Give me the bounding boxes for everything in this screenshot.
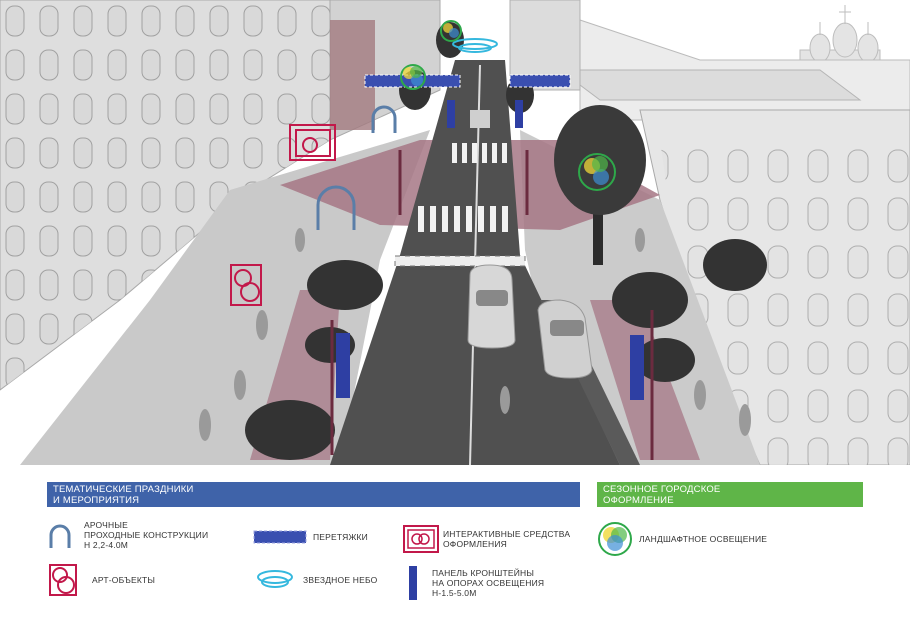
legend-label: проходные конструкции xyxy=(84,530,209,540)
street-illustration xyxy=(0,0,910,465)
art-object xyxy=(230,124,336,306)
legend-header-line: Сезонное городское xyxy=(603,484,721,495)
legend-label: оформления xyxy=(443,539,507,549)
lamp-panel xyxy=(336,100,644,400)
crosswalk xyxy=(418,143,508,232)
legend: Тематические праздники и мероприятия Сез… xyxy=(0,465,910,628)
car xyxy=(537,299,593,379)
interactive-frame-icon xyxy=(403,525,439,553)
legend-item-panel: Панель кронштейны на опорах освещения H-… xyxy=(408,565,544,601)
legend-label: Арт-объекты xyxy=(92,575,156,585)
legend-label: Ландшафтное освещение xyxy=(639,534,768,544)
art-object-icon xyxy=(49,564,77,596)
legend-item-stretch: Перетяжки xyxy=(253,530,368,544)
arch xyxy=(316,105,397,230)
legend-item-art: Арт-объекты xyxy=(48,563,155,597)
legend-label: на опорах освещения xyxy=(432,578,545,588)
lamp-posts xyxy=(330,150,654,460)
starry-sky xyxy=(452,38,498,53)
legend-header-line: оформление xyxy=(603,495,674,506)
legend-header-line: Тематические праздники xyxy=(53,484,194,495)
legend-header-holidays: Тематические праздники и мероприятия xyxy=(47,482,580,507)
pedestrians xyxy=(199,228,751,441)
arch-icon xyxy=(49,524,71,548)
legend-item-interactive: Интерактивные средства оформления xyxy=(403,525,570,553)
legend-label: H 2,2-4.0м xyxy=(84,540,129,550)
landscape-lighting xyxy=(400,20,616,191)
car xyxy=(467,264,516,349)
landscape-lighting-icon xyxy=(598,522,632,556)
starry-sky-icon xyxy=(257,570,293,588)
legend-header-seasonal: Сезонное городское оформление xyxy=(597,482,863,507)
lamp-panel-icon xyxy=(409,566,417,600)
legend-item-landscape: Ландшафтное освещение xyxy=(597,521,767,557)
legend-label: Арочные xyxy=(84,520,128,530)
legend-label: H-1.5-5.0м xyxy=(432,588,477,598)
legend-header-line: и мероприятия xyxy=(53,495,140,506)
legend-item-starry: Звездное небо xyxy=(255,567,377,593)
legend-label: Перетяжки xyxy=(313,532,368,542)
legend-label: Звездное небо xyxy=(303,575,378,585)
legend-item-arch: Арочные проходные конструкции H 2,2-4.0м xyxy=(44,520,208,550)
legend-label: Интерактивные средства xyxy=(443,529,571,539)
legend-label: Панель кронштейны xyxy=(432,568,535,578)
stretch-banner-icon xyxy=(253,530,307,544)
